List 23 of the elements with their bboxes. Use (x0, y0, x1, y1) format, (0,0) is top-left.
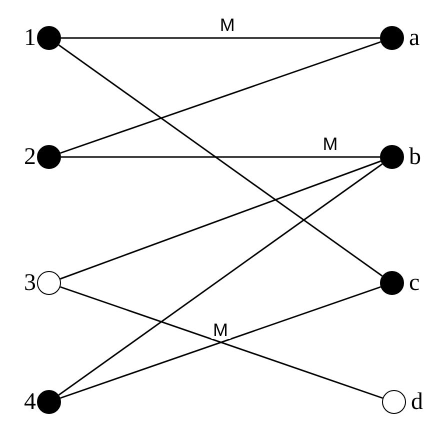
edge-line (60, 41, 381, 154)
edge-line (58, 163, 383, 396)
filled-vertex (37, 145, 61, 169)
vertex-label: 1 (24, 26, 36, 50)
vertex-label: d (411, 390, 423, 414)
open-vertex (382, 390, 406, 414)
vertex-label: 2 (24, 145, 36, 169)
vertex-label: a (409, 26, 420, 50)
open-vertex (37, 271, 61, 295)
vertex-label: c (409, 271, 420, 295)
edge-label: M (211, 320, 230, 338)
edge-line (58, 44, 383, 277)
vertex-label: 3 (24, 271, 36, 295)
filled-vertex (37, 390, 61, 414)
edge-line (61, 37, 380, 39)
vertex-label: b (409, 145, 421, 169)
vertex-label: 4 (24, 390, 36, 414)
filled-vertex (380, 271, 404, 295)
edge-line (60, 160, 381, 280)
filled-vertex (37, 26, 61, 50)
edge-line (61, 156, 380, 158)
filled-vertex (380, 145, 404, 169)
filled-vertex (380, 26, 404, 50)
